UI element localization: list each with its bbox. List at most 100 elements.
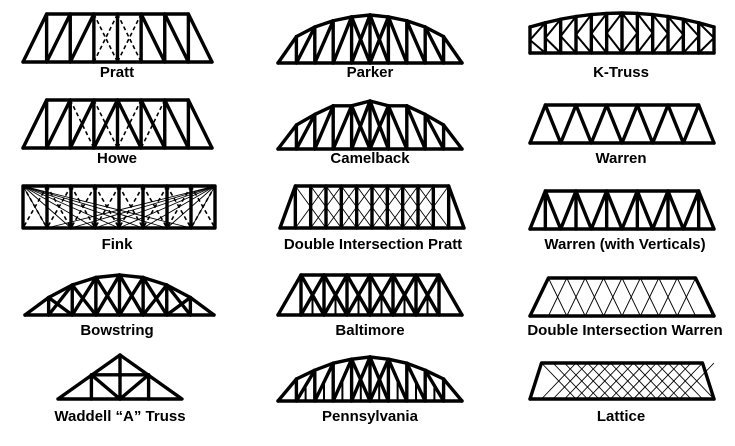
diagonal-member: [141, 283, 169, 317]
diagonal-member: [117, 275, 145, 317]
warren-label: Warren: [595, 150, 647, 167]
lattice-diagonal: [529, 277, 549, 317]
diagonal-member: [94, 185, 120, 229]
k-diagonal: [636, 32, 654, 54]
diagonal-member: [294, 368, 317, 403]
k-diagonal: [621, 12, 639, 34]
counter-member: [116, 13, 142, 63]
k-truss-label: K-Truss: [593, 64, 649, 81]
fink-diagonal: [118, 185, 216, 229]
diagonal-member: [405, 361, 427, 403]
k-diagonal: [590, 32, 608, 54]
counter-member: [368, 15, 391, 65]
diagonal-member: [44, 98, 72, 150]
diagonal-member: [331, 15, 354, 65]
diagonal-member: [163, 12, 191, 64]
bowstring-truss-drawing: [22, 272, 217, 320]
diagonal-member: [70, 283, 98, 317]
camelback-label: Camelback: [330, 150, 410, 167]
counter-member: [93, 99, 119, 149]
diagonal-member: [294, 112, 317, 151]
diagonal-member: [115, 98, 143, 150]
lattice-diagonal: [639, 277, 660, 317]
diagonal-member: [118, 373, 151, 401]
warren-truss-drawing: [527, 102, 717, 150]
diagonal-member: [313, 19, 335, 65]
fink-diagonal: [22, 185, 120, 229]
k-diagonal: [544, 36, 562, 54]
diagonal-member: [386, 104, 409, 151]
waddell-label: Waddell “A” Truss: [54, 408, 186, 425]
diagonal-member: [93, 13, 119, 63]
baltimore-label: Baltimore: [335, 322, 405, 339]
k-diagonal: [529, 21, 547, 41]
diagonal-member: [371, 185, 404, 229]
diagonal-member: [423, 112, 446, 151]
diagonal-member: [163, 98, 191, 150]
diagonal-member: [331, 104, 354, 151]
baltimore-truss-drawing: [275, 272, 465, 320]
diagonal-member: [139, 98, 167, 150]
double-intersection-pratt-truss-drawing: [277, 183, 467, 233]
k-diagonal: [697, 36, 715, 54]
diagonal-member: [405, 104, 427, 151]
k-diagonal: [697, 21, 715, 39]
k-diagonal: [605, 32, 623, 54]
web: [528, 189, 716, 231]
diagonal-member: [313, 361, 335, 403]
k-diagonal: [667, 15, 685, 36]
double-intersection-warren-label: Double Intersection Warren: [527, 322, 723, 339]
lattice-label: Lattice: [596, 408, 646, 425]
fink-truss-drawing: [20, 183, 218, 233]
counter-member: [116, 99, 142, 149]
diagonal-member: [356, 185, 388, 229]
diagonal-member: [402, 185, 434, 229]
lattice-diagonal: [667, 362, 703, 400]
double-intersection-pratt-label: Double Intersection Pratt: [283, 236, 463, 253]
k-diagonal: [559, 35, 577, 54]
diagonal-member: [139, 12, 167, 64]
warren-verticals-truss-drawing: [527, 188, 717, 234]
k-diagonal: [682, 35, 700, 54]
diagonal-member: [118, 185, 144, 229]
diagonal-member: [417, 185, 450, 229]
lattice-diagonal: [658, 277, 678, 317]
pennsylvania-truss-drawing: [275, 352, 465, 407]
lattice-diagonal: [679, 362, 715, 400]
diagonal-member: [89, 373, 122, 401]
diagonal-member: [165, 283, 193, 317]
k-diagonal: [621, 32, 639, 54]
k-truss-drawing: [527, 10, 717, 60]
pennsylvania-label: Pennsylvania: [322, 408, 418, 425]
counter-member: [69, 99, 95, 149]
k-diagonal: [575, 33, 593, 54]
diagonal-member: [310, 185, 342, 229]
frame: [21, 184, 217, 230]
parker-truss-drawing: [275, 10, 465, 70]
diagonal-member: [294, 25, 317, 65]
diagonal-member: [70, 185, 96, 229]
web: [528, 103, 716, 145]
k-diagonal: [575, 13, 593, 36]
counter-member: [140, 99, 166, 149]
diagonal-member: [386, 15, 409, 65]
diagonal-member: [294, 185, 327, 229]
k-diagonal: [529, 39, 547, 54]
lattice-diagonal: [695, 277, 715, 317]
k-diagonal: [605, 12, 623, 35]
counter-member: [93, 13, 119, 63]
diagonal-member: [386, 185, 419, 229]
diagonal-member: [92, 98, 120, 150]
k-diagonal: [651, 32, 669, 54]
k-diagonal: [559, 15, 577, 38]
pratt-truss-drawing: [20, 10, 215, 70]
k-diagonal: [682, 18, 700, 38]
fink-diagonal: [22, 185, 168, 229]
diagonal-member: [68, 98, 96, 150]
fink-label: Fink: [101, 236, 133, 253]
lattice-diagonal: [584, 277, 605, 317]
diagonal-member: [70, 275, 98, 317]
counter-member: [368, 104, 391, 151]
diagonal-member: [142, 185, 168, 229]
